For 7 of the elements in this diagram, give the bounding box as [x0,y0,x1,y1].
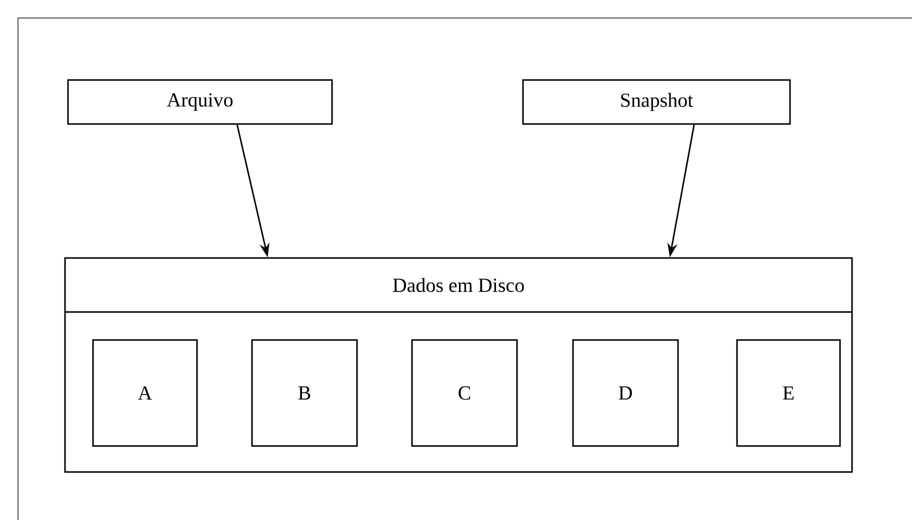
process-box: C [411,339,518,447]
process-box: Arquivo [67,79,333,125]
process-box: D [572,339,679,447]
process-box: B [251,339,358,447]
process-box: A [92,339,198,447]
process-box: E [736,339,841,447]
process-box: Snapshot [522,79,791,125]
